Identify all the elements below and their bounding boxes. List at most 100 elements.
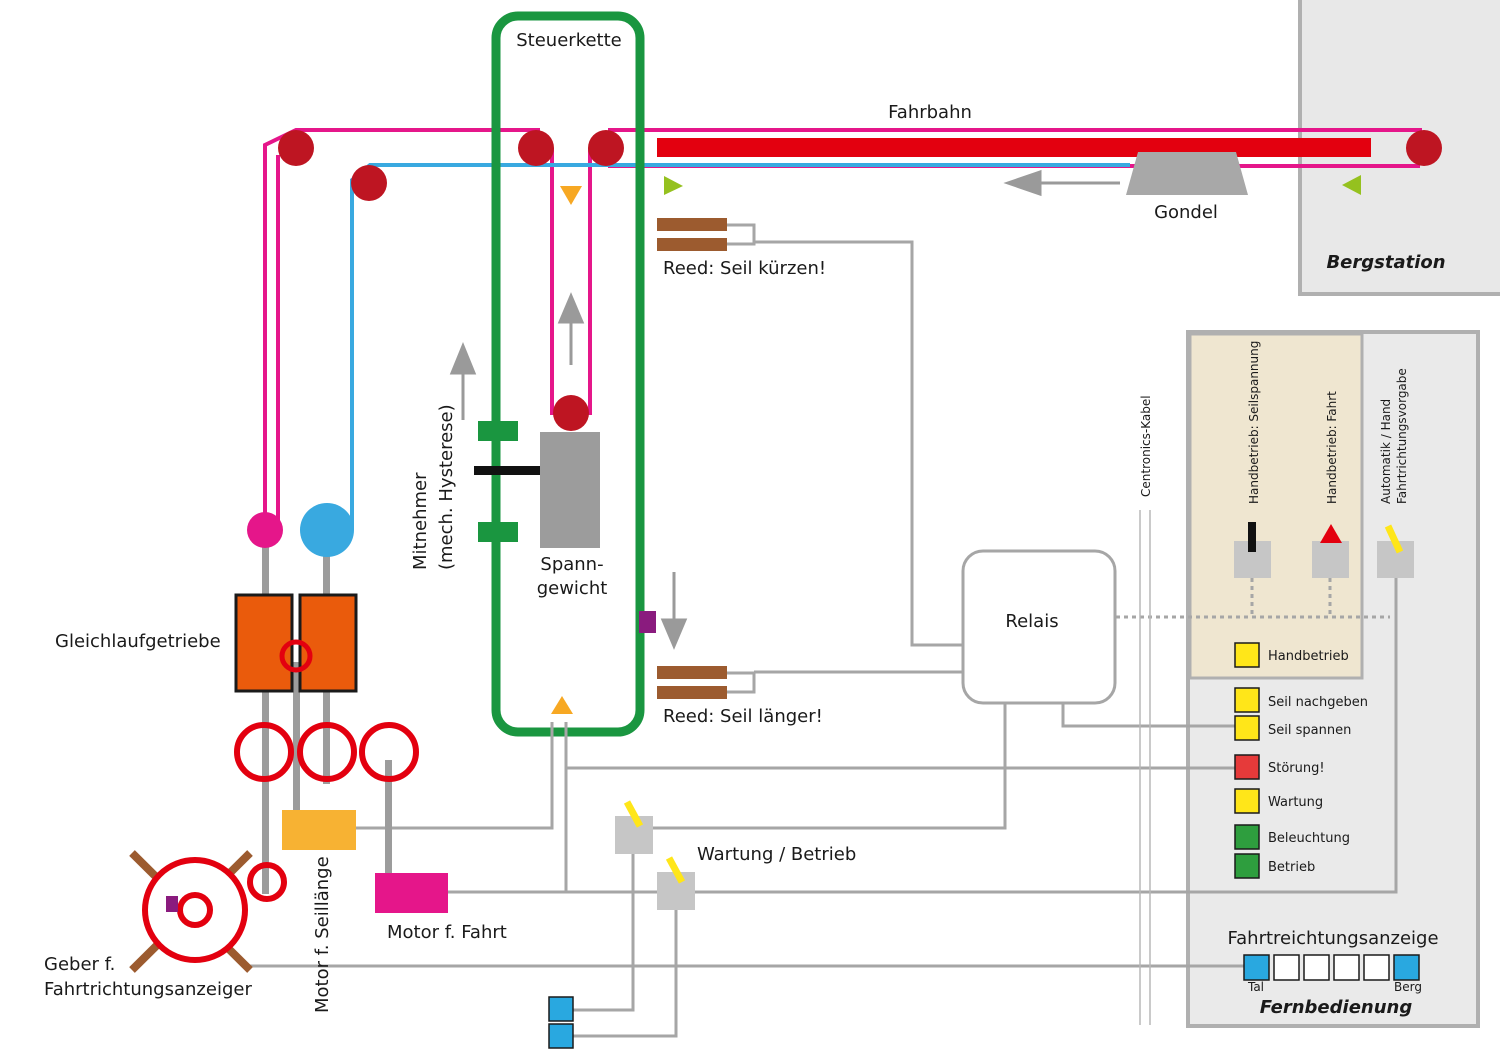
- mitnehmer-bar: [474, 466, 570, 475]
- fahrtrichtungsanzeige-label: Fahrtreichtungsanzeige: [1227, 928, 1438, 949]
- direction-cell: [1303, 954, 1330, 981]
- pulley-bergstation: [1406, 130, 1442, 166]
- motor-fahrt-label: Motor f. Fahrt: [387, 922, 507, 943]
- lamp-betrieb-label: Betrieb: [1268, 860, 1315, 875]
- gearbox-coupling: [279, 639, 313, 673]
- magenta-drum: [247, 512, 283, 548]
- reed-kuerzen-label: Reed: Seil kürzen!: [663, 258, 826, 279]
- reed-kuerzen-top: [657, 218, 727, 231]
- shaft-1: [262, 534, 269, 894]
- sensor-triangle-top: [560, 186, 582, 205]
- lamp-beleuchtung-label: Beleuchtung: [1268, 831, 1350, 846]
- centronics-label: Centronics-Kabel: [1139, 395, 1153, 497]
- gearbox-right: [298, 593, 358, 693]
- bergstation-label: Bergstation: [1326, 252, 1445, 273]
- pulley-chain-right: [588, 130, 624, 166]
- chain-magnet: [639, 611, 656, 633]
- fahrbahn-label: Fahrbahn: [888, 102, 972, 123]
- mitnehmer-label-2: (mech. Hysterese): [436, 404, 457, 570]
- steuerkette-label: Steuerkette: [516, 30, 622, 51]
- blue-cable: [350, 163, 1130, 530]
- lamp-stoerung-label: Störung!: [1268, 761, 1325, 776]
- gleichlauf-label: Gleichlaufgetriebe: [55, 631, 221, 652]
- reed-laenger-top: [657, 666, 727, 679]
- reed-laenger-bottom: [657, 686, 727, 699]
- tal-label: Tal: [1247, 980, 1264, 994]
- wartung-betrieb-label: Wartung / Betrieb: [697, 844, 856, 865]
- reed-kuerzen-bottom: [657, 238, 727, 251]
- pulley-top-left: [278, 130, 314, 166]
- geber-wheel: [129, 850, 253, 973]
- fahrbahn-rail: [657, 138, 1371, 157]
- fernbedienung-label: Fernbedienung: [1260, 997, 1413, 1018]
- geber-label-2: Fahrtrichtungsanzeiger: [44, 979, 252, 1000]
- switch-label-seilspannung: Handbetrieb: Seilspannung: [1247, 341, 1261, 504]
- lamp-seil-nachgeben: [1234, 687, 1260, 713]
- switch-fahrt-lever: [1320, 524, 1342, 543]
- lamp-wartung: [1234, 788, 1260, 814]
- lamp-handbetrieb-label: Handbetrieb: [1268, 649, 1349, 664]
- wartung-switch-2[interactable]: [657, 872, 695, 910]
- lamp-seil-spannen-label: Seil spannen: [1268, 723, 1351, 738]
- gondel-label: Gondel: [1154, 202, 1218, 223]
- lamp-seil-spannen: [1234, 715, 1260, 741]
- direction-cell: [1363, 954, 1390, 981]
- blue-drum: [300, 503, 354, 557]
- wartung-switch-1[interactable]: [615, 816, 653, 854]
- switch-fahrt[interactable]: [1312, 541, 1349, 578]
- gearbox-left: [234, 593, 294, 693]
- lamp-handbetrieb: [1234, 642, 1260, 668]
- direction-cell: [1273, 954, 1300, 981]
- handbetrieb-section: [1188, 332, 1364, 680]
- shaft-3: [293, 662, 300, 812]
- motor-seillaenge-label: Motor f. Seillänge: [312, 856, 333, 1013]
- mitnehmer-label-1: Mitnehmer: [410, 472, 431, 570]
- direction-arrows: [449, 169, 1120, 650]
- lamp-seil-nachgeben-label: Seil nachgeben: [1268, 695, 1368, 710]
- reed-laenger-label: Reed: Seil länger!: [663, 706, 823, 727]
- blue-indicator-2: [548, 1023, 574, 1049]
- motor-fahrt: [375, 873, 448, 913]
- berg-label: Berg: [1394, 980, 1422, 994]
- wartung-switch-1-lever: [623, 800, 644, 828]
- relais-label: Relais: [1005, 611, 1058, 632]
- switch-label-automatik: Automatik / Hand: [1379, 399, 1393, 504]
- shaft-4: [385, 760, 392, 875]
- sensor-triangle-bottom: [551, 696, 573, 714]
- spanngewicht-label-1: Spann-: [540, 554, 603, 575]
- switch-automatik-lever: [1384, 524, 1404, 554]
- switch-seilspannung-lever: [1248, 522, 1256, 552]
- wartung-switch-2-lever: [665, 856, 686, 884]
- pulleys: [278, 130, 1442, 431]
- lamp-stoerung: [1234, 754, 1260, 780]
- lamp-betrieb: [1234, 853, 1260, 879]
- switch-label-fahrtrichtung: Fahrtrichtungsvorgabe: [1395, 368, 1409, 504]
- direction-cell-berg: [1393, 954, 1420, 981]
- lamp-beleuchtung: [1234, 824, 1260, 850]
- lamp-wartung-label: Wartung: [1268, 795, 1323, 810]
- motor-seillaenge: [282, 810, 356, 850]
- steuerkette-chain: [491, 11, 645, 737]
- direction-cell: [1333, 954, 1360, 981]
- direction-display: [1243, 954, 1420, 981]
- dotted-control-wires: [1116, 578, 1390, 619]
- indicator-lamps: Handbetrieb Seil nachgeben Seil spannen …: [1234, 642, 1368, 879]
- spanngewicht-label-2: gewicht: [537, 578, 608, 599]
- mitnehmer-top: [478, 421, 518, 441]
- gondel-shape: [1126, 152, 1248, 195]
- switch-label-fahrt: Handbetrieb: Fahrt: [1325, 391, 1339, 504]
- pulley-spann: [553, 395, 589, 431]
- green-marker-right: [1342, 175, 1361, 195]
- direction-cell-tal: [1243, 954, 1270, 981]
- geber-label-1: Geber f.: [44, 954, 115, 975]
- gear-train: [234, 722, 419, 902]
- green-marker-left: [664, 176, 683, 195]
- pulley-chain-left: [518, 130, 554, 166]
- mitnehmer-bottom: [478, 522, 518, 542]
- relais-box: [961, 549, 1117, 705]
- wiring: [246, 223, 1398, 1038]
- pulley-blue: [351, 165, 387, 201]
- spanngewicht-block: [540, 432, 600, 548]
